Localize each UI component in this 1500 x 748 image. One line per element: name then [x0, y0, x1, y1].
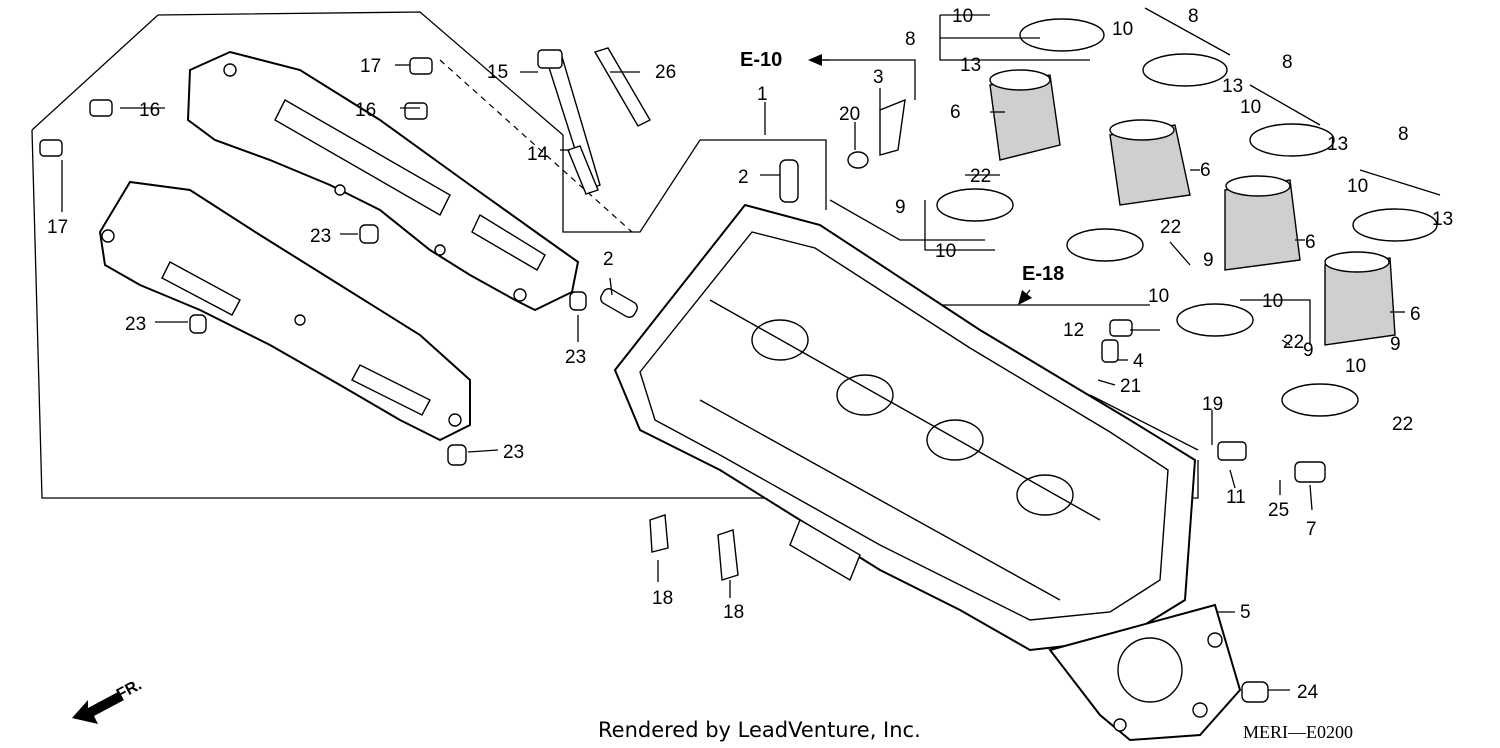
- fasteners: [39, 47, 1326, 703]
- callout-10: 10: [1345, 356, 1366, 377]
- head-gasket: [1048, 603, 1242, 742]
- callout-26: 26: [655, 62, 676, 83]
- diagram-code: MERI—E0200: [1243, 722, 1353, 742]
- callout-20: 20: [839, 104, 860, 125]
- head-cover-front: [98, 180, 471, 442]
- callout-25: 25: [1268, 500, 1289, 521]
- callout-2: 2: [603, 249, 614, 270]
- callout-5: 5: [1240, 602, 1251, 623]
- callout-10: 10: [1347, 176, 1368, 197]
- callout-16: 16: [355, 100, 376, 121]
- reference-e18: E-18: [1022, 263, 1064, 285]
- callout-16: 16: [139, 100, 160, 121]
- e18-arrow: [1018, 289, 1032, 305]
- callout-22: 22: [1160, 217, 1181, 238]
- callout-6: 6: [1410, 304, 1421, 325]
- callout-2: 2: [738, 167, 749, 188]
- callout-21: 21: [1120, 376, 1141, 397]
- callout-9: 9: [895, 197, 906, 218]
- callout-10: 10: [1240, 97, 1261, 118]
- callout-14: 14: [527, 144, 549, 165]
- head-cover-rear: [186, 50, 580, 312]
- callout-11: 11: [1226, 487, 1246, 508]
- leader-lines: [61, 7, 1441, 691]
- callout-15: 15: [487, 62, 508, 83]
- callout-23: 23: [503, 442, 524, 463]
- callout-18: 18: [723, 602, 744, 623]
- callout-22: 22: [1283, 332, 1304, 353]
- callout-22: 22: [1392, 414, 1413, 435]
- callout-12: 12: [1063, 320, 1084, 341]
- callout-10: 10: [1148, 286, 1169, 307]
- callout-9: 9: [1203, 250, 1214, 271]
- callout-8: 8: [905, 29, 916, 50]
- callout-23: 23: [565, 347, 586, 368]
- callout-7: 7: [1306, 519, 1317, 540]
- callout-3: 3: [873, 67, 884, 88]
- insulators: [989, 69, 1396, 346]
- callout-10: 10: [952, 6, 973, 27]
- callout-9: 9: [1390, 334, 1401, 355]
- callout-17: 17: [47, 217, 68, 238]
- footer-credit: Rendered by LeadVenture, Inc.: [598, 718, 921, 742]
- callout-10: 10: [1112, 19, 1133, 40]
- callout-13: 13: [960, 55, 981, 76]
- callout-1: 1: [757, 84, 768, 105]
- callout-22: 22: [970, 166, 991, 187]
- callout-6: 6: [950, 102, 961, 123]
- callout-labels: 1 2 2 3 4 5 6 6 6 6 7 8 8 8 8 8 9 9 9 9 …: [47, 6, 1453, 703]
- callout-9: 9: [1303, 340, 1314, 361]
- cylinder-head: [613, 203, 1197, 652]
- callout-13: 13: [1327, 134, 1348, 155]
- callout-8: 8: [1398, 124, 1409, 145]
- callout-19: 19: [1202, 394, 1223, 415]
- front-direction-arrow: [72, 692, 124, 724]
- callout-13: 13: [1222, 76, 1243, 97]
- callout-17: 17: [360, 56, 381, 77]
- callout-6: 6: [1200, 160, 1211, 181]
- callout-24: 24: [1297, 682, 1319, 703]
- callout-4: 4: [1133, 351, 1144, 372]
- callout-13: 13: [1432, 209, 1453, 230]
- callout-18: 18: [652, 588, 673, 609]
- callout-6: 6: [1305, 232, 1316, 253]
- insulator-bands: [936, 18, 1438, 417]
- callout-8: 8: [1188, 6, 1199, 27]
- e10-arrow: [808, 54, 830, 66]
- callout-10: 10: [935, 241, 956, 262]
- callout-23: 23: [125, 314, 146, 335]
- reference-e10: E-10: [740, 49, 782, 71]
- callout-8: 8: [1282, 52, 1293, 73]
- callout-10: 10: [1262, 291, 1283, 312]
- callout-23: 23: [310, 226, 331, 247]
